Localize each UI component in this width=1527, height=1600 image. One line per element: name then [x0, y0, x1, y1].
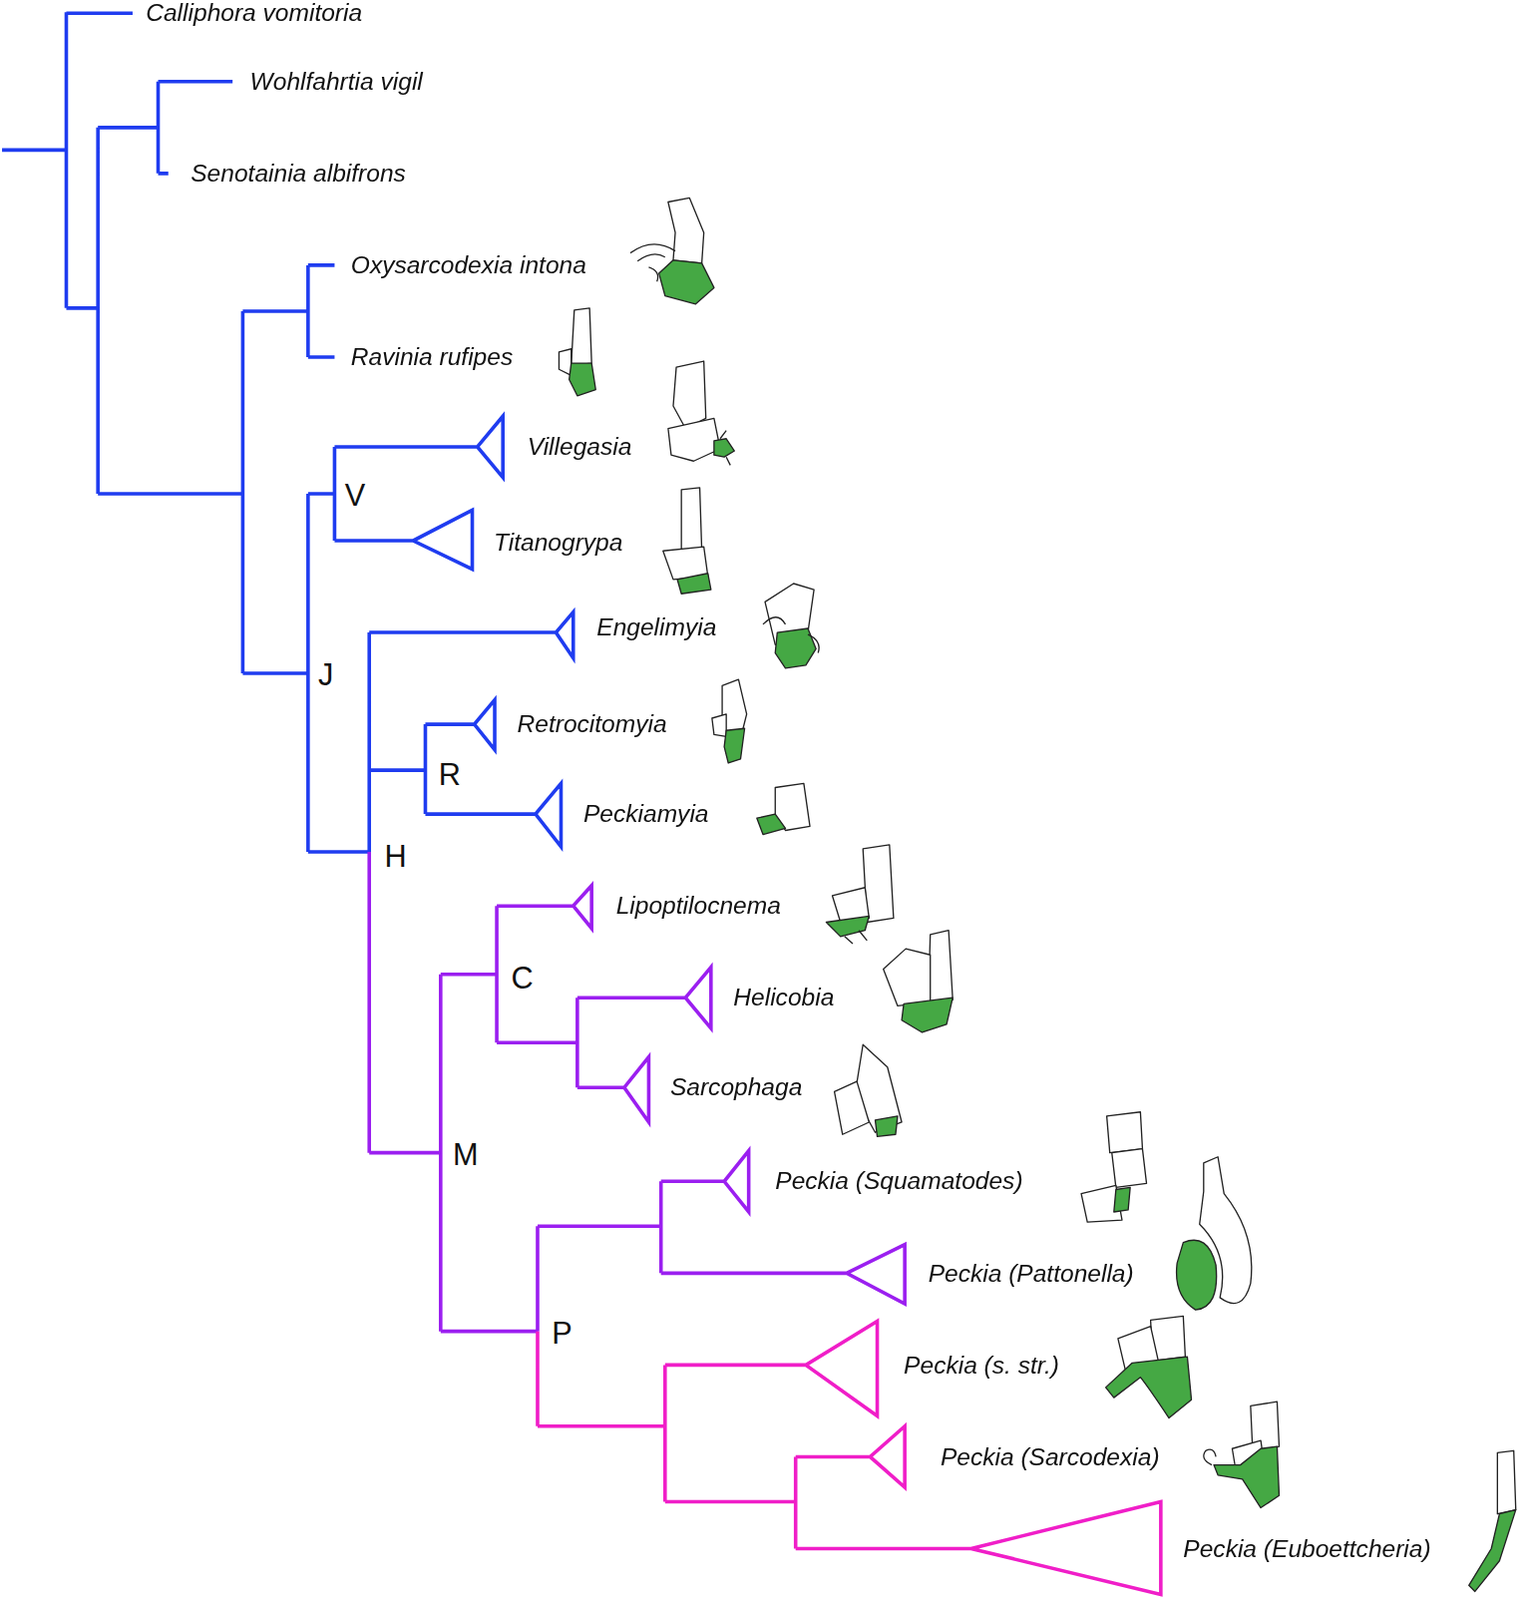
taxon-label: Lipoptilocnema — [616, 891, 781, 921]
clade-label: P — [549, 1315, 575, 1351]
clade-label: R — [436, 758, 463, 793]
clade-label: J — [316, 658, 336, 694]
taxon-label: Peckia (Pattonella) — [928, 1258, 1135, 1288]
taxon-label: Peckia (Euboettcheria) — [1182, 1533, 1431, 1563]
taxon-label: Ravinia rufipes — [351, 343, 513, 373]
taxon-label: Sarcophaga — [670, 1073, 802, 1103]
clade-label: V — [343, 478, 369, 514]
taxon-label: Peckia (s. str.) — [903, 1350, 1060, 1380]
taxon-label: Peckia (Squamatodes) — [774, 1166, 1023, 1196]
purple-branches — [369, 851, 905, 1332]
taxon-label: Engelimyia — [596, 613, 717, 643]
blue-branches — [1, 11, 574, 852]
taxon-label: Peckiamyia — [583, 799, 710, 829]
taxon-label: Peckia (Sarcodexia) — [940, 1442, 1160, 1472]
taxon-label: Calliphora vomitoria — [145, 0, 363, 28]
taxon-label: Retrocitomyia — [517, 710, 668, 740]
clade-label: C — [508, 960, 535, 996]
magenta-branches — [537, 1320, 1161, 1594]
taxon-label: Oxysarcodexia intona — [351, 251, 587, 281]
genitalia-illustrations — [558, 197, 1516, 1591]
taxon-label: Helicobia — [733, 983, 834, 1013]
taxon-label: Wohlfahrtia vigil — [250, 66, 423, 96]
taxon-label: Titanogrypa — [493, 528, 623, 558]
clade-label: H — [382, 839, 409, 875]
taxon-label: Senotainia albifrons — [190, 159, 406, 189]
taxon-label: Villegasia — [527, 432, 633, 462]
clade-label: M — [450, 1137, 481, 1172]
